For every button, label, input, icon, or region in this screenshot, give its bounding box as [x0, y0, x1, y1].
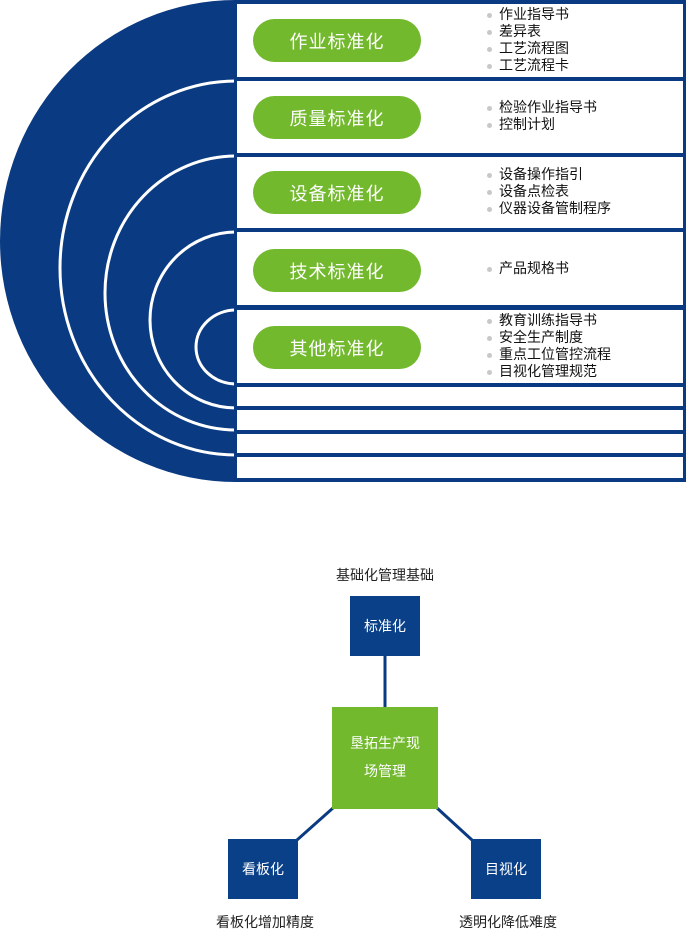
list-item: 安全生产制度 — [487, 330, 611, 347]
list-item: 设备点检表 — [487, 184, 611, 201]
layer-pill: 作业标准化 — [253, 19, 421, 62]
layer-items: 教育训练指导书 安全生产制度 重点工位管控流程 目视化管理规范 — [487, 313, 611, 381]
empty-row — [237, 457, 683, 478]
layer-pill: 技术标准化 — [253, 249, 421, 292]
layer-pill: 质量标准化 — [253, 96, 421, 139]
list-item: 检验作业指导书 — [487, 100, 597, 117]
list-item: 作业指导书 — [487, 7, 569, 24]
layer-row-work: 作业标准化 作业指导书 差异表 工艺流程图 工艺流程卡 — [237, 4, 683, 77]
list-item: 仪器设备管制程序 — [487, 201, 611, 218]
center-line-1: 垦拓生产现 — [350, 736, 420, 752]
layer-pill: 设备标准化 — [253, 171, 421, 214]
layer-pill: 其他标准化 — [253, 326, 421, 369]
layer-items: 检验作业指导书 控制计划 — [487, 100, 597, 134]
layer-items: 设备操作指引 设备点检表 仪器设备管制程序 — [487, 167, 611, 218]
center-box: 垦拓生产现 场管理 — [332, 707, 438, 809]
list-item: 差异表 — [487, 24, 569, 41]
layer-row-quality: 质量标准化 检验作业指导书 控制计划 — [237, 81, 683, 153]
list-item: 重点工位管控流程 — [487, 347, 611, 364]
arc-3 — [148, 230, 236, 410]
layer-row-technical: 技术标准化 产品规格书 — [237, 232, 683, 305]
standardization-panel: 作业标准化 作业指导书 差异表 工艺流程图 工艺流程卡 质量标准化 检验作业指导… — [234, 0, 686, 482]
layer-row-equipment: 设备标准化 设备操作指引 设备点检表 仪器设备管制程序 — [237, 157, 683, 228]
top-caption: 基础化管理基础 — [336, 568, 434, 584]
list-item: 工艺流程卡 — [487, 58, 569, 75]
standardization-box: 标准化 — [350, 596, 420, 656]
layer-items: 产品规格书 — [487, 261, 569, 278]
connector-left — [296, 806, 334, 842]
layer-row-other: 其他标准化 教育训练指导书 安全生产制度 重点工位管控流程 目视化管理规范 — [237, 310, 683, 383]
list-item: 教育训练指导书 — [487, 313, 611, 330]
kanban-box: 看板化 — [228, 839, 298, 899]
center-line-2: 场管理 — [364, 764, 406, 780]
list-item: 设备操作指引 — [487, 167, 611, 184]
connector-right — [435, 806, 474, 842]
empty-row — [237, 434, 683, 453]
outer-arc — [0, 0, 236, 482]
arc-2 — [103, 154, 236, 432]
right-caption: 透明化降低难度 — [459, 915, 557, 931]
empty-row — [237, 387, 683, 406]
arc-1 — [58, 79, 236, 457]
layer-items: 作业指导书 差异表 工艺流程图 工艺流程卡 — [487, 7, 569, 75]
list-item: 产品规格书 — [487, 261, 569, 278]
concentric-arcs-graphic — [0, 0, 236, 482]
arc-4 — [194, 308, 236, 386]
left-caption: 看板化增加精度 — [216, 915, 314, 931]
list-item: 工艺流程图 — [487, 41, 569, 58]
list-item: 控制计划 — [487, 117, 597, 134]
list-item: 目视化管理规范 — [487, 364, 611, 381]
empty-row — [237, 410, 683, 430]
visual-box: 目视化 — [471, 839, 541, 899]
